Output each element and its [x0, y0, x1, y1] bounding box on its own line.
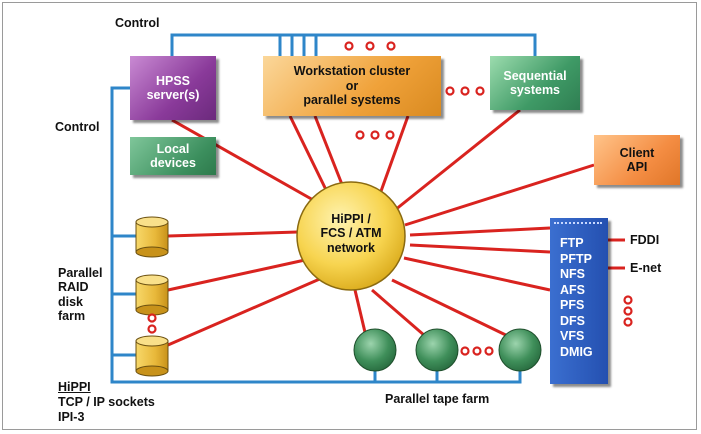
disk-icon [135, 274, 169, 316]
bus-tape-2 [437, 370, 522, 384]
link-tape-2 [371, 288, 433, 344]
protocol-item: PFTP [560, 251, 592, 266]
parallel-raid-label: Parallel RAID disk farm [58, 266, 103, 324]
link-prot-1 [409, 226, 551, 237]
network-hub [296, 181, 406, 291]
tape-farm-label: Parallel tape farm [385, 392, 490, 406]
control-top-label: Control [115, 16, 160, 30]
tape-farm [353, 328, 542, 372]
network-label: HiPPI / FCS / ATM network [320, 212, 382, 255]
hpss-server-box: HPSS server(s) [130, 56, 216, 120]
control-bus [110, 33, 537, 384]
enet-label: E-net [630, 261, 662, 275]
protocol-item: DFS [560, 313, 585, 328]
bus-top [170, 33, 537, 56]
protocol-item: NFS [560, 267, 585, 281]
protocol-item: PFS [560, 298, 585, 312]
link-disk-3 [167, 276, 323, 347]
protocol-panel: FTP PFTP NFS AFS PFS DFS VFS DMIG [550, 218, 608, 384]
workstation-cluster-box: Workstation cluster or parallel systems [263, 56, 441, 116]
hippi-label: HiPPI [58, 380, 91, 394]
link-tape-3 [391, 278, 513, 340]
local-devices-label: Local devices [150, 141, 196, 170]
disk-farm [135, 216, 169, 377]
sequential-systems-label: Sequential systems [503, 68, 567, 97]
control-left-label: Control [55, 120, 100, 134]
tape-reel-icon [353, 328, 397, 372]
client-api-label: Client API [619, 145, 655, 174]
link-ws-3 [378, 115, 410, 195]
link-hpss [171, 118, 323, 207]
link-disk-2 [167, 258, 306, 292]
hpss-server-label: HPSS server(s) [146, 73, 200, 102]
panel-dots [554, 222, 602, 226]
protocol-item: FTP [560, 236, 584, 250]
link-ws-2 [313, 115, 347, 193]
tcp-ip-label: TCP / IP sockets [58, 395, 155, 409]
sequential-systems-box: Sequential systems [490, 56, 580, 110]
link-disk-1 [167, 230, 299, 238]
red-dots-icon [147, 41, 633, 356]
link-prot-2 [409, 243, 551, 254]
workstation-cluster-label: Workstation cluster or parallel systems [293, 64, 411, 108]
disk-icon [135, 335, 169, 377]
client-api-box: Client API [594, 135, 680, 185]
ipi3-label: IPI-3 [58, 410, 85, 424]
link-ws-1 [288, 115, 332, 199]
bus-tape [373, 370, 439, 384]
local-devices-box: Local devices [130, 137, 216, 175]
link-prot-3 [403, 256, 551, 292]
tape-reel-icon [498, 328, 542, 372]
protocol-item: AFS [560, 282, 585, 297]
link-client [404, 163, 595, 227]
protocol-item: VFS [560, 329, 585, 343]
network-links [167, 108, 625, 347]
disk-icon [135, 216, 169, 258]
link-seq [394, 108, 521, 212]
fddi-label: FDDI [630, 233, 660, 247]
protocol-item: DMIG [560, 344, 593, 359]
tape-reel-icon [415, 328, 459, 372]
